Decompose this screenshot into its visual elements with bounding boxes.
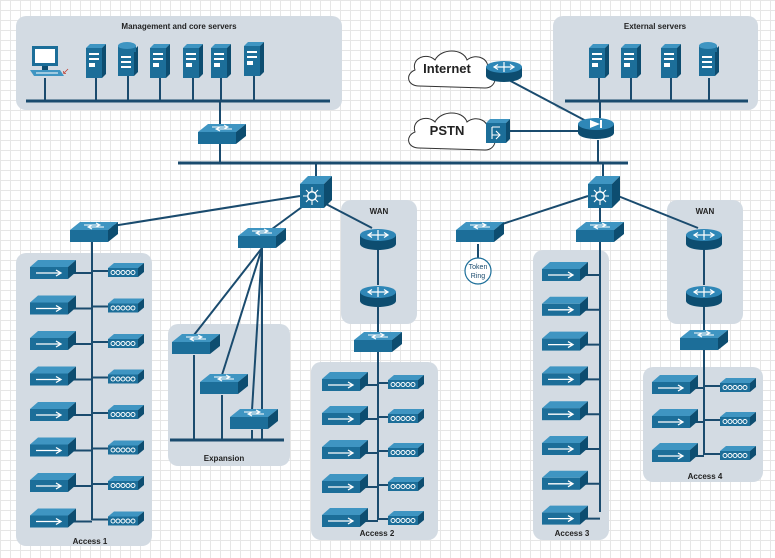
- server-icon[interactable]: [150, 44, 170, 78]
- access-switch-icon[interactable]: [541, 435, 589, 456]
- token-ring-icon[interactable]: [464, 257, 492, 285]
- multilayer-switch-left-icon[interactable]: [299, 175, 333, 209]
- voice-router-icon[interactable]: [578, 118, 614, 139]
- label-access-2: Access 2: [360, 529, 395, 538]
- server-icon[interactable]: [211, 44, 231, 78]
- expansion-switch-icon[interactable]: [171, 333, 221, 355]
- group-access-1: [16, 253, 152, 546]
- label-wan-left: WAN: [370, 207, 389, 216]
- access-switch-icon[interactable]: [29, 401, 77, 422]
- modem-hub-icon[interactable]: [719, 445, 757, 461]
- label-management-servers: Management and core servers: [121, 22, 237, 31]
- modem-hub-icon[interactable]: [387, 374, 425, 390]
- label-expansion: Expansion: [204, 454, 245, 463]
- modem-hub-icon[interactable]: [107, 511, 145, 526]
- modem-hub-icon[interactable]: [387, 408, 425, 424]
- modem-hub-icon[interactable]: [107, 333, 145, 349]
- warning-icon: ↙: [62, 66, 70, 76]
- server-icon[interactable]: [244, 42, 264, 76]
- server-icon[interactable]: [661, 44, 681, 78]
- access-switch-icon[interactable]: [29, 365, 77, 387]
- access-switch-icon[interactable]: [541, 504, 589, 526]
- access-switch-icon[interactable]: [29, 507, 77, 529]
- access-switch-icon[interactable]: [541, 470, 589, 491]
- access-switch-icon[interactable]: [651, 374, 699, 395]
- connection-lines: [26, 76, 748, 520]
- pbx-icon[interactable]: [485, 118, 511, 144]
- expansion-switch-icon[interactable]: [199, 373, 249, 395]
- group-external-servers: [553, 16, 758, 110]
- token-ring-label-1: Token: [469, 264, 488, 271]
- access-switch-icon[interactable]: [29, 472, 77, 493]
- token-ring-label-2: Ring: [471, 273, 486, 280]
- modem-hub-icon[interactable]: [107, 369, 145, 384]
- server-icon[interactable]: [86, 44, 106, 78]
- access-switch-icon[interactable]: [29, 259, 77, 280]
- group-expansion: [168, 324, 290, 466]
- access-switch-icon[interactable]: [321, 439, 369, 460]
- expansion-switch-icon[interactable]: [229, 408, 279, 430]
- label-wan-right: WAN: [696, 207, 715, 216]
- access-4-switch-icon[interactable]: [679, 329, 729, 351]
- group-management-servers: [16, 16, 342, 110]
- access-switch-icon[interactable]: [29, 294, 77, 316]
- server-icon[interactable]: [621, 44, 641, 78]
- access-switch-icon[interactable]: [541, 261, 589, 282]
- access-2-switch-icon[interactable]: [353, 331, 403, 353]
- token-ring-switch-icon[interactable]: [455, 221, 505, 243]
- access-switch-icon[interactable]: [541, 296, 589, 317]
- access-switch-icon[interactable]: [541, 365, 589, 387]
- modem-hub-icon[interactable]: [107, 440, 145, 455]
- modem-hub-icon[interactable]: [107, 475, 145, 491]
- internet-router-icon[interactable]: [485, 60, 523, 83]
- access-switch-icon[interactable]: [651, 408, 699, 429]
- server-icon[interactable]: [183, 44, 203, 78]
- database-server-icon[interactable]: [118, 42, 138, 76]
- server-icon[interactable]: [589, 44, 609, 78]
- access-switch-icon[interactable]: [29, 330, 77, 351]
- access-switch-icon[interactable]: [321, 507, 369, 528]
- modem-hub-icon[interactable]: [387, 442, 425, 458]
- modem-hub-icon[interactable]: [719, 377, 757, 393]
- label-access-3: Access 3: [555, 529, 590, 538]
- expansion-switch-icon[interactable]: [237, 227, 287, 249]
- modem-hub-icon[interactable]: [107, 262, 145, 278]
- access-switch-icon[interactable]: [651, 442, 699, 463]
- access-switch-icon[interactable]: [321, 405, 369, 426]
- modem-hub-icon[interactable]: [719, 411, 757, 427]
- wan-router-icon[interactable]: [359, 285, 397, 308]
- access-switch-icon[interactable]: [541, 400, 589, 421]
- label-access-4: Access 4: [688, 472, 723, 481]
- access-switch-icon[interactable]: [541, 330, 589, 352]
- pstn-label: PSTN: [430, 123, 465, 138]
- wan-router-icon[interactable]: [359, 228, 397, 251]
- group-access-3: [533, 250, 609, 540]
- multilayer-switch-right-icon[interactable]: [587, 175, 621, 209]
- access-3-switch-icon[interactable]: [575, 221, 625, 243]
- modem-hub-icon[interactable]: [107, 298, 145, 313]
- access-switch-icon[interactable]: [321, 371, 369, 392]
- modem-hub-icon[interactable]: [107, 404, 145, 420]
- access-switch-icon[interactable]: [321, 473, 369, 494]
- modem-hub-icon[interactable]: [387, 476, 425, 492]
- label-access-1: Access 1: [73, 537, 108, 546]
- wan-router-icon[interactable]: [685, 285, 723, 308]
- wan-router-icon[interactable]: [685, 228, 723, 251]
- modem-hub-icon[interactable]: [387, 510, 425, 526]
- database-server-icon[interactable]: [699, 42, 719, 76]
- label-external-servers: External servers: [624, 22, 687, 31]
- core-switch-icon[interactable]: [197, 123, 247, 145]
- access-switch-icon[interactable]: [29, 436, 77, 458]
- internet-label: Internet: [423, 61, 471, 76]
- access-1-switch-icon[interactable]: [69, 221, 119, 243]
